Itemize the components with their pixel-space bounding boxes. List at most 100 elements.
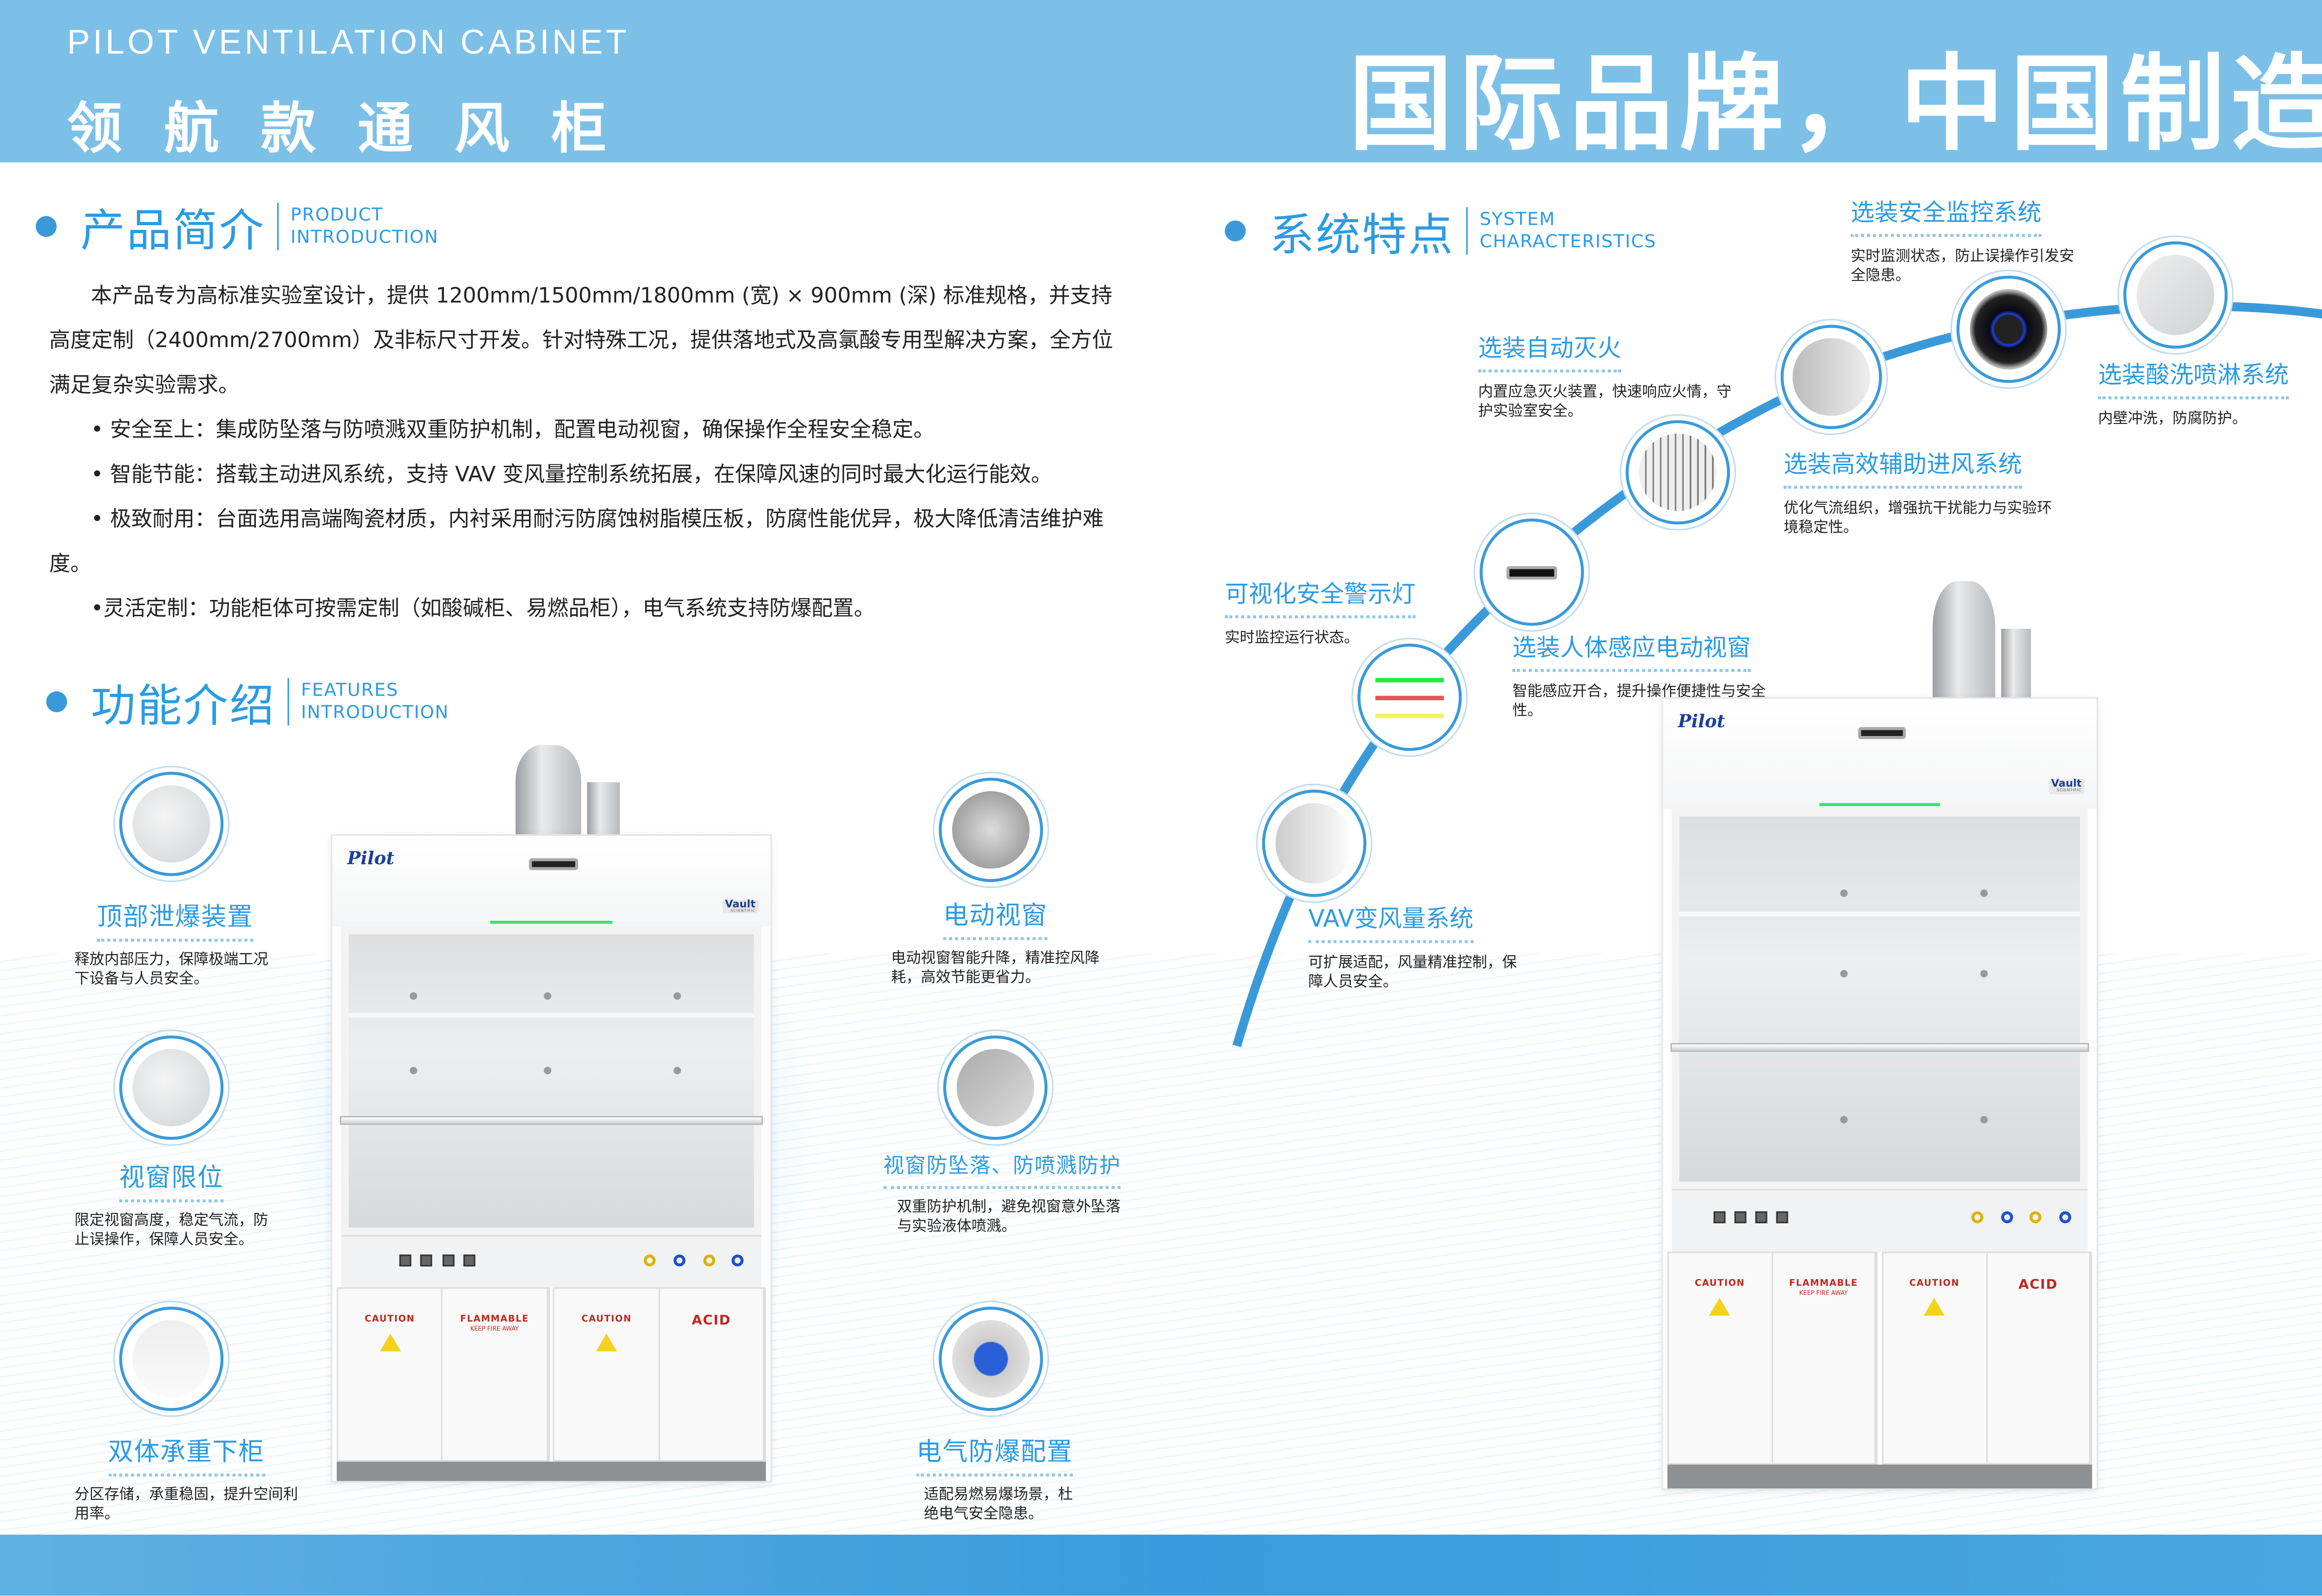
fire-suppression-icon	[1781, 325, 1882, 430]
camera-icon	[1956, 275, 2061, 383]
feature-item: 顶部泄爆装置 释放内部压力，保障极端工况下设备与人员安全。	[74, 895, 275, 989]
sensor-icon	[1480, 518, 1584, 626]
sash-window	[340, 926, 763, 1236]
pilot-logo: Pilot	[1677, 710, 1725, 732]
warning-triangle-icon	[1709, 1297, 1730, 1316]
door-sublabel: KEEP FIRE AWAY	[1799, 1288, 1848, 1296]
feature-desc: 双重防护机制，避免视窗意外坠落与实验液体喷溅。	[897, 1199, 1121, 1235]
door-label: CAUTION	[1695, 1277, 1745, 1289]
system-item: 选装安全监控系统实时监测状态，防止误操作引发安全隐患。	[1851, 192, 2074, 286]
feature-title: 电气防爆配置	[916, 1430, 1073, 1477]
feature-item: 电动视窗 电动视窗智能升降，精准控风降耗，高效节能更省力。	[891, 894, 1100, 988]
sash-handle-bar	[1671, 1042, 2089, 1052]
feature-title: 视窗限位	[119, 1156, 224, 1203]
warning-triangle-icon	[596, 1333, 617, 1352]
control-panel	[1671, 1188, 2088, 1252]
feature-desc: 分区存储，承重稳固，提升空间利用率。	[74, 1487, 298, 1523]
vault-badge-name: Vault	[724, 898, 756, 910]
feature-title: 视窗防坠落、防喷溅防护	[883, 1150, 1121, 1189]
base-cabinet-icon	[119, 1306, 224, 1411]
system-title: 选装安全监控系统	[1851, 192, 2042, 237]
title-en-line2: INTRODUCTION	[301, 702, 449, 723]
divider	[277, 202, 279, 251]
system-title: VAV变风量系统	[1308, 899, 1474, 944]
divider	[287, 677, 289, 726]
title-en-line2: CHARACTERISTICS	[1480, 231, 1657, 252]
sash-stop-icon	[119, 1035, 224, 1140]
handle-icon	[529, 858, 578, 871]
system-item: VAV变风量系统可扩展适配，风量精准控制，保障人员安全。	[1308, 899, 1524, 992]
system-item: 选装酸洗喷淋系统内壁冲洗，防腐防护。	[2098, 355, 2322, 429]
title-cn: 领航款通风柜	[67, 97, 648, 161]
intro-bullet: • 极致耐用：台面选用高端陶瓷材质，内衬采用耐污防腐蚀树脂模压板，防腐性能优异，…	[49, 508, 1104, 577]
header-banner	[0, 0, 2322, 163]
feature-desc: 适配易燃易爆场景，杜绝电气安全隐患。	[924, 1487, 1073, 1523]
yellow-light-bar	[1375, 713, 1444, 717]
vav-controller-icon	[1262, 789, 1367, 897]
system-title: 选装高效辅助进风系统	[1783, 444, 2022, 489]
system-desc: 内壁冲洗，防腐防护。	[2098, 411, 2247, 428]
footer-band	[0, 1534, 2322, 1596]
auxiliary-air-icon	[1625, 420, 1730, 525]
explosion-vent-icon	[119, 772, 224, 876]
door-label: CAUTION	[581, 1314, 632, 1325]
handle-icon	[1858, 726, 1906, 739]
door-label: FLAMMABLE	[1789, 1277, 1858, 1289]
pilot-logo: Pilot	[347, 847, 395, 869]
green-light-bar	[1375, 677, 1444, 682]
title-en-line2: INTRODUCTION	[290, 226, 439, 248]
sash-window	[1671, 809, 2089, 1189]
intro-bullet: • 智能节能：搭载主动进风系统，支持 VAV 变风量控制系统拓展，在保障风速的同…	[91, 463, 1052, 488]
exhaust-damper	[587, 782, 620, 834]
explosion-proof-socket-icon	[939, 1306, 1044, 1411]
door-label: ACID	[691, 1314, 731, 1329]
feature-desc: 电动视窗智能升降，精准控风降耗，高效节能更省力。	[891, 951, 1100, 987]
system-desc: 内置应急灭火装置，快速响应火情，守护实验室安全。	[1478, 384, 1732, 420]
door-label: ACID	[2018, 1277, 2058, 1293]
system-title: 可视化安全警示灯	[1225, 573, 1416, 619]
status-light	[1819, 803, 1941, 807]
title-en-line1: PRODUCT	[290, 204, 384, 225]
system-item: 可视化安全警示灯实时监控运行状态。	[1225, 573, 1433, 648]
vault-badge-sub: SCIENTIFIC	[731, 908, 756, 913]
system-item: 选装自动灭火内置应急灭火装置，快速响应火情，守护实验室安全。	[1478, 328, 1739, 422]
system-desc: 可扩展适配，风量精准控制，保障人员安全。	[1308, 955, 1517, 991]
system-title: 选装人体感应电动视窗	[1512, 627, 1751, 672]
exhaust-duct	[515, 745, 581, 834]
vault-badge-sub: SCIENTIFIC	[2056, 788, 2082, 793]
intro-text: 本产品专为高标准实验室设计，提供 1200mm/1500mm/1800mm (宽…	[49, 274, 1129, 632]
bullet-dot-icon	[36, 216, 57, 237]
system-desc: 优化气流组织，增强抗干扰能力与实验环境稳定性。	[1783, 501, 2052, 537]
spray-system-icon	[2123, 241, 2228, 349]
feature-desc: 释放内部压力，保障极端工况下设备与人员安全。	[74, 952, 268, 988]
feature-item: 双体承重下柜 分区存储，承重稳固，提升空间利用率。	[74, 1430, 298, 1524]
intro-bullet: •灵活定制：功能柜体可按需定制（如酸碱柜、易燃品柜），电气系统支持防爆配置。	[91, 597, 875, 621]
control-panel	[341, 1236, 762, 1288]
section-title-cn: 功能介绍	[91, 681, 276, 733]
door-label: CAUTION	[365, 1314, 415, 1325]
door-label: CAUTION	[1909, 1277, 1960, 1289]
bullet-dot-icon	[1225, 220, 1246, 241]
feature-item: 电气防爆配置 适配易燃易爆场景，杜绝电气安全隐患。	[909, 1430, 1080, 1524]
exhaust-duct	[1932, 581, 1996, 697]
warning-triangle-icon	[1924, 1297, 1945, 1316]
section-title-cn: 系统特点	[1269, 210, 1455, 262]
red-light-bar	[1375, 695, 1444, 700]
feature-item: 视窗限位 限定视窗高度，稳定气流，防止误操作，保障人员安全。	[74, 1156, 268, 1250]
system-title: 选装自动灭火	[1478, 328, 1622, 373]
feature-title: 顶部泄爆装置	[97, 895, 254, 942]
sash-handle-bar	[340, 1116, 763, 1126]
intro-bullet: • 安全至上：集成防坠落与防喷溅双重防护机制，配置电动视窗，确保操作全程安全稳定…	[91, 418, 935, 443]
system-item: 选装高效辅助进风系统优化气流组织，增强抗干扰能力与实验环境稳定性。	[1783, 444, 2052, 538]
